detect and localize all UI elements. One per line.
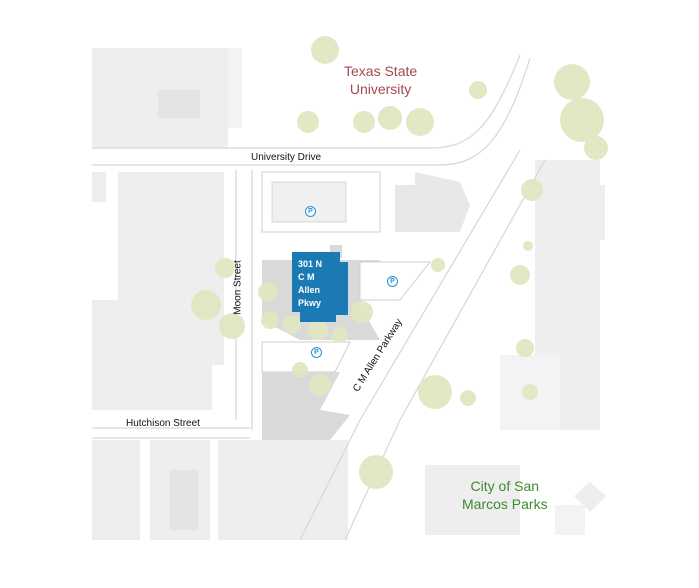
tree — [516, 339, 534, 357]
block-south-mid — [218, 440, 348, 540]
university-drive-edge-s — [92, 57, 531, 166]
block-southeast — [425, 465, 520, 535]
tree — [351, 301, 373, 323]
block-southeast-diamond — [574, 482, 606, 512]
roads — [92, 54, 546, 541]
tree — [469, 81, 487, 99]
tree — [522, 384, 538, 400]
tree — [510, 265, 530, 285]
tree — [258, 282, 278, 302]
block-top-left-inner — [158, 90, 200, 118]
tree — [521, 179, 543, 201]
tree — [554, 64, 590, 100]
tree — [460, 390, 476, 406]
tree — [353, 111, 375, 133]
building-address-label: 301 N C M Allen Pkwy — [298, 258, 334, 310]
texas-state-line1: Texas State — [344, 63, 418, 79]
tree — [523, 241, 533, 251]
tree — [309, 374, 331, 396]
parking-icon-south[interactable]: P — [311, 347, 322, 358]
parking-lot-east-curve — [415, 172, 470, 232]
trees — [191, 36, 608, 489]
tree — [378, 106, 402, 130]
tree — [584, 136, 608, 160]
tree — [418, 375, 452, 409]
tree — [560, 98, 604, 142]
cm-allen-edge-w — [299, 149, 521, 541]
block-se-corner — [555, 505, 585, 535]
university-drive-label: University Drive — [251, 152, 322, 163]
tree — [431, 258, 445, 272]
tree — [215, 258, 235, 278]
tree — [219, 313, 245, 339]
block-east-strip — [575, 185, 605, 240]
block-building-ne — [395, 185, 450, 232]
parks-line1: City of San — [470, 478, 540, 494]
tree — [191, 290, 221, 320]
tree — [332, 327, 348, 343]
tree — [359, 455, 393, 489]
parking-icon-north[interactable]: P — [305, 206, 316, 217]
parks-label: City of San Marcos Parks — [462, 477, 548, 513]
building-line2: C M — [298, 272, 315, 282]
block-hutchison-sw1 — [92, 440, 140, 540]
parks-line2: Marcos Parks — [462, 496, 548, 512]
block-west-lower — [92, 300, 212, 410]
moon-street-label: Moon Street — [232, 260, 244, 315]
tree — [311, 36, 339, 64]
building-line1: 301 N — [298, 259, 323, 269]
site-south-gray — [262, 372, 350, 440]
block-top-strip — [228, 48, 242, 128]
texas-state-label: Texas State University — [344, 62, 417, 98]
tree — [406, 108, 434, 136]
block-hutchison-inner — [170, 470, 198, 530]
building-line4: Pkwy — [298, 298, 322, 308]
texas-state-line2: University — [349, 81, 412, 97]
tree — [297, 111, 319, 133]
parking-icon-east[interactable]: P — [387, 276, 398, 287]
tree — [283, 316, 301, 334]
city-blocks — [92, 48, 606, 540]
cm-allen-edge-e — [344, 159, 546, 541]
building-line3: Allen — [298, 285, 321, 295]
tree — [261, 311, 279, 329]
university-drive-edge-n — [92, 54, 521, 149]
block-west-strip — [92, 172, 106, 202]
tree — [308, 320, 328, 340]
hutchison-street-label: Hutchison Street — [126, 418, 200, 429]
tree — [292, 362, 308, 378]
target-building[interactable] — [292, 252, 348, 322]
